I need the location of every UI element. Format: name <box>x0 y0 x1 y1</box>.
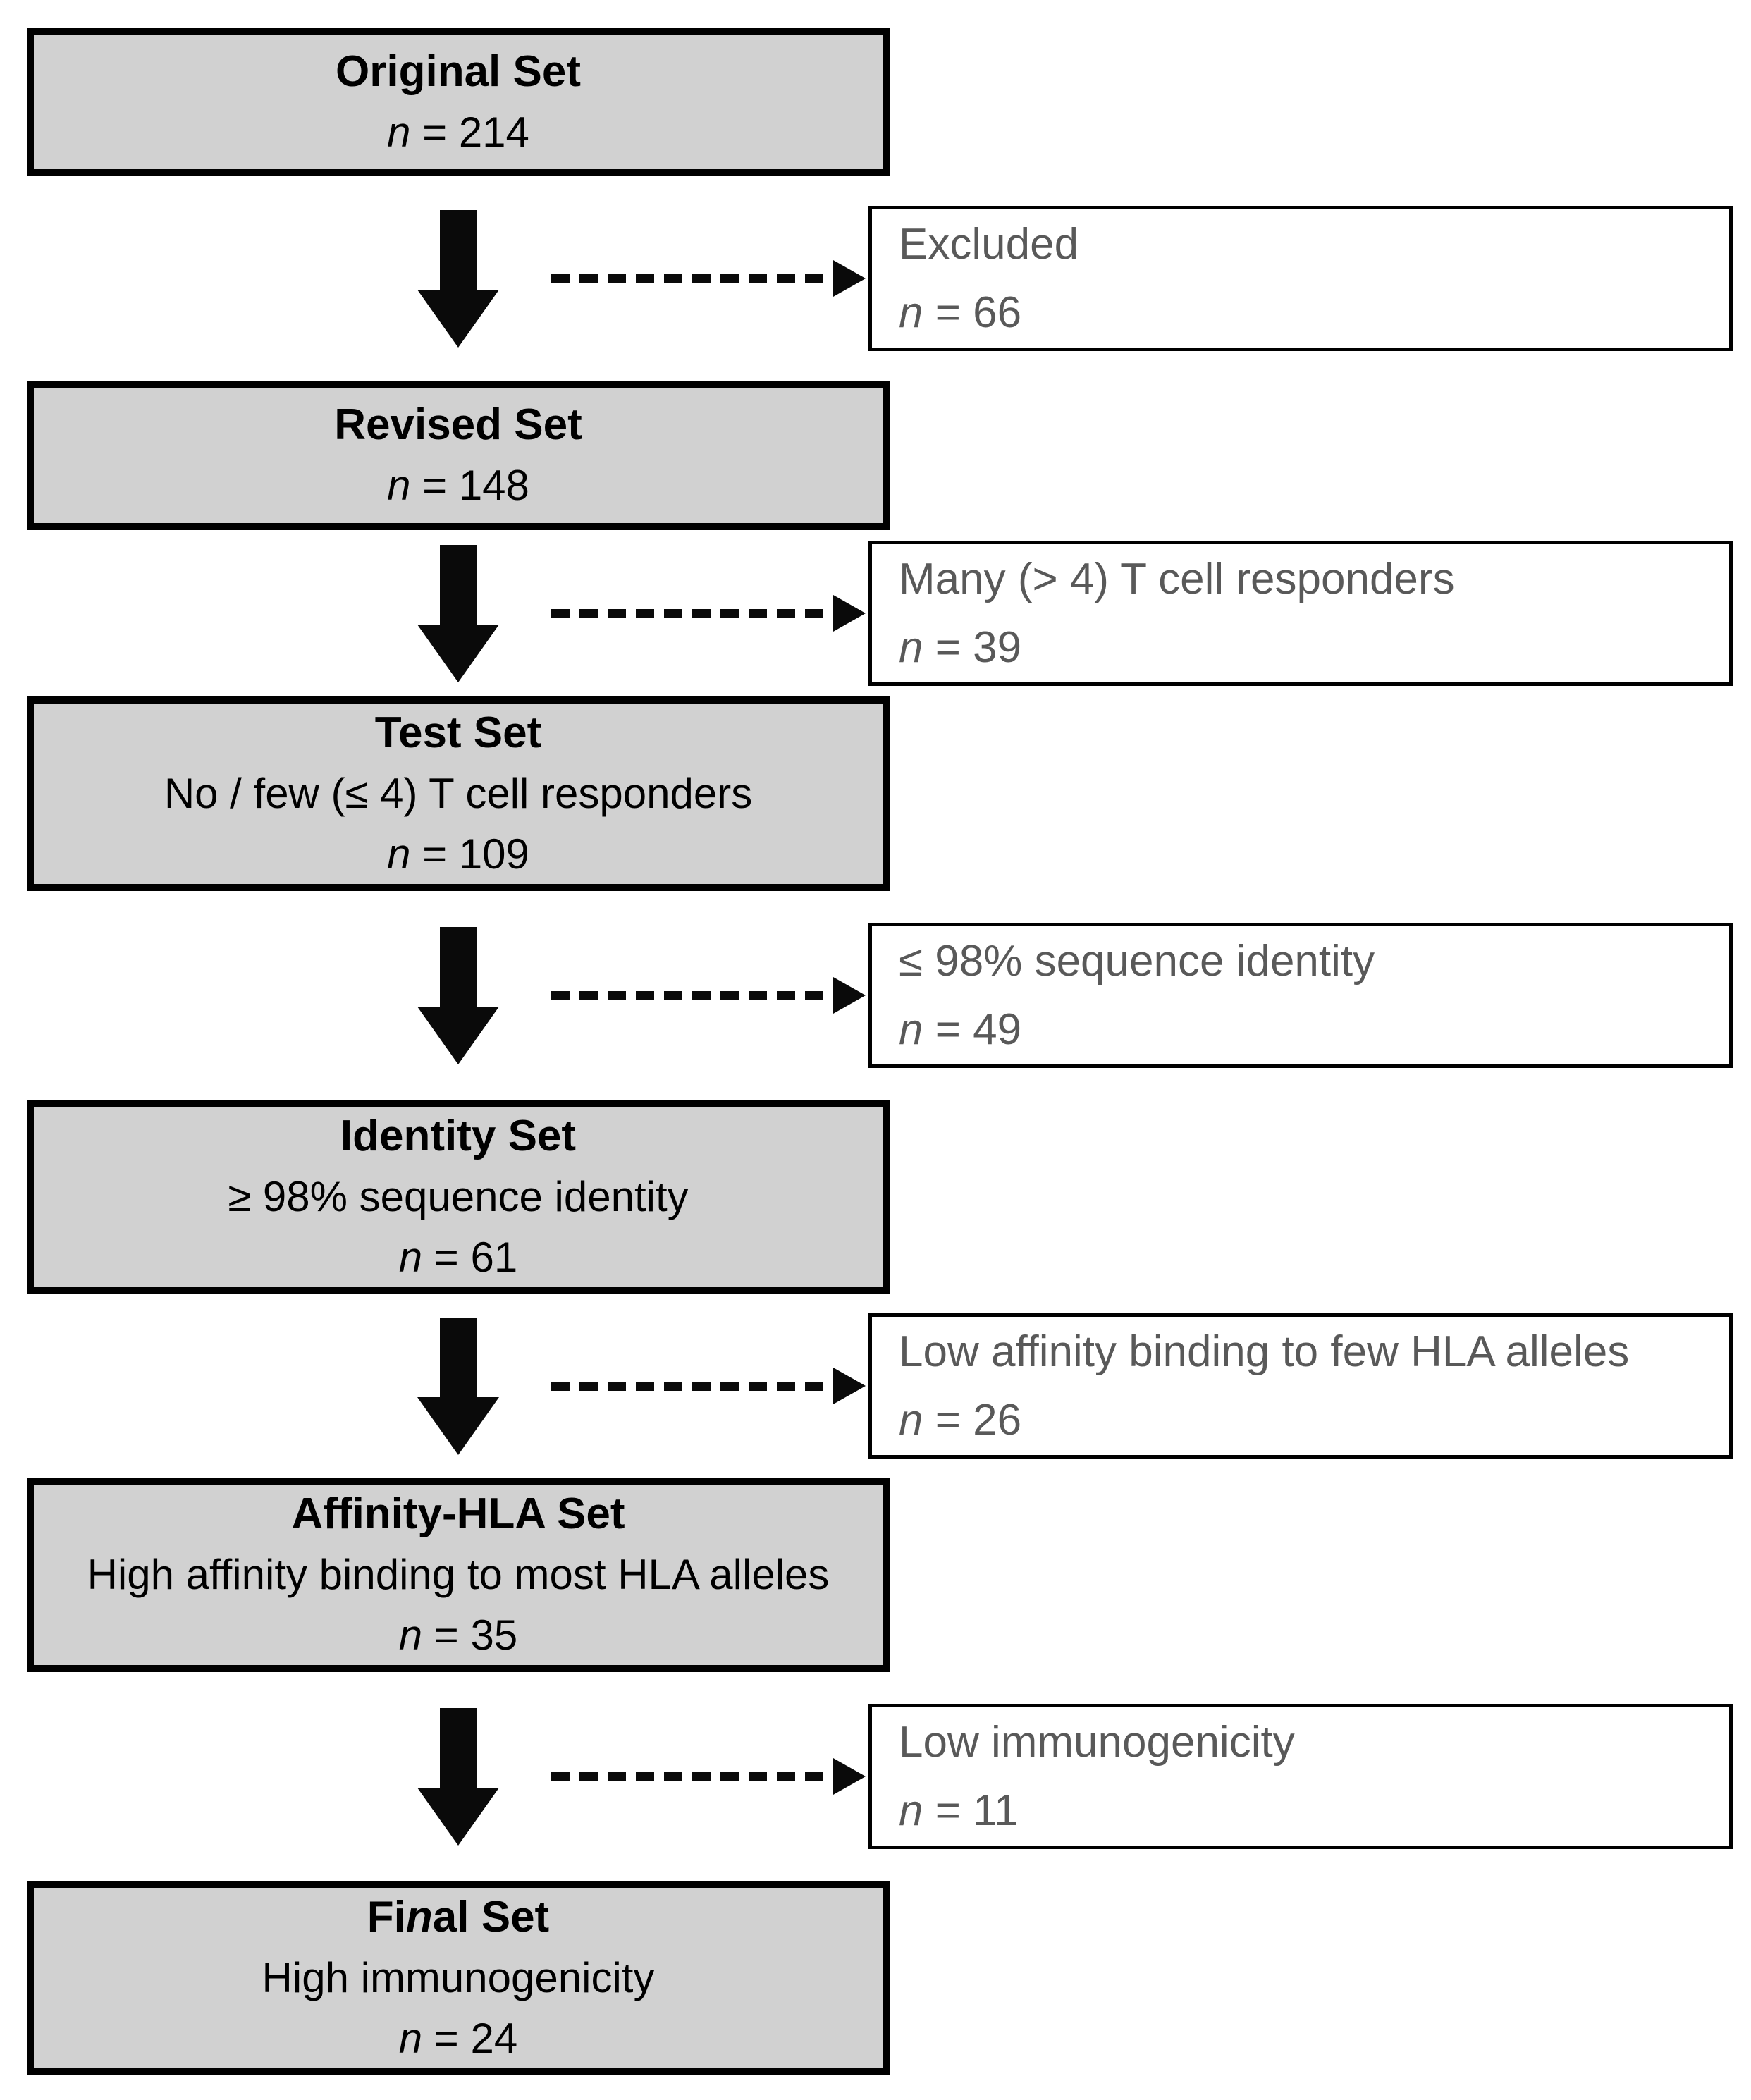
down-arrow-4 <box>417 1318 499 1455</box>
box-title: Identity Set <box>340 1112 577 1160</box>
side-box-label: Low affinity binding to few HLA alleles <box>899 1327 1630 1376</box>
box-subtitle: No / few (≤ 4) T cell responders <box>164 770 753 817</box>
box-count: n = 24 <box>398 2015 518 2062</box>
dashed-line <box>551 1381 833 1391</box>
side-box-count: n = 11 <box>899 1786 1019 1835</box>
arrowhead-icon <box>833 1758 866 1795</box>
side-box-label: ≤ 98% sequence identity <box>899 937 1375 985</box>
side-box-excluded: Excluded n = 66 <box>868 206 1733 351</box>
arrowhead-icon <box>833 260 866 297</box>
side-box-label: Excluded <box>899 220 1079 269</box>
down-arrow-1 <box>417 210 499 348</box>
side-box-count: n = 39 <box>899 623 1022 672</box>
main-box-affinity-hla-set: Affinity-HLA Set High affinity binding t… <box>27 1478 890 1672</box>
side-box-many-responders: Many (> 4) T cell responders n = 39 <box>868 541 1733 686</box>
side-box-low-affinity: Low affinity binding to few HLA alleles … <box>868 1313 1733 1459</box>
box-title: Original Set <box>336 47 581 96</box>
box-title: Test Set <box>374 708 542 757</box>
box-subtitle: High affinity binding to most HLA allele… <box>87 1551 830 1598</box>
side-box-label: Low immunogenicity <box>899 1718 1295 1767</box>
exclusion-arrow-5 <box>551 1758 866 1795</box>
side-box-low-identity: ≤ 98% sequence identity n = 49 <box>868 923 1733 1068</box>
down-arrow-2 <box>417 545 499 682</box>
side-box-low-immunogenicity: Low immunogenicity n = 11 <box>868 1704 1733 1849</box>
main-box-test-set: Test Set No / few (≤ 4) T cell responder… <box>27 696 890 891</box>
box-count: n = 109 <box>387 830 529 878</box>
dashed-line <box>551 1772 833 1781</box>
main-box-identity-set: Identity Set ≥ 98% sequence identity n =… <box>27 1100 890 1294</box>
box-title: Final Set <box>367 1893 550 1941</box>
exclusion-arrow-1 <box>551 260 866 297</box>
box-title: Revised Set <box>334 400 582 449</box>
dashed-line <box>551 608 833 618</box>
box-subtitle: ≥ 98% sequence identity <box>228 1173 689 1220</box>
exclusion-arrow-4 <box>551 1368 866 1404</box>
side-box-count: n = 66 <box>899 288 1022 337</box>
box-count: n = 148 <box>387 462 529 509</box>
side-box-count: n = 49 <box>899 1005 1022 1054</box>
main-box-original-set: Original Set n = 214 <box>27 28 890 176</box>
dashed-line <box>551 274 833 283</box>
box-title: Affinity-HLA Set <box>291 1490 625 1538</box>
side-box-count: n = 26 <box>899 1396 1022 1444</box>
box-subtitle: High immunogenicity <box>262 1954 655 2001</box>
main-box-revised-set: Revised Set n = 148 <box>27 381 890 530</box>
exclusion-arrow-2 <box>551 595 866 632</box>
down-arrow-5 <box>417 1708 499 1846</box>
dashed-line <box>551 990 833 1000</box>
side-box-label: Many (> 4) T cell responders <box>899 555 1455 603</box>
box-count: n = 35 <box>398 1611 518 1659</box>
arrowhead-icon <box>833 595 866 632</box>
box-count: n = 61 <box>398 1234 518 1281</box>
main-box-final-set: Final Set High immunogenicity n = 24 <box>27 1881 890 2075</box>
exclusion-arrow-3 <box>551 977 866 1014</box>
arrowhead-icon <box>833 1368 866 1404</box>
box-count: n = 214 <box>387 109 529 156</box>
down-arrow-3 <box>417 927 499 1064</box>
arrowhead-icon <box>833 977 866 1014</box>
